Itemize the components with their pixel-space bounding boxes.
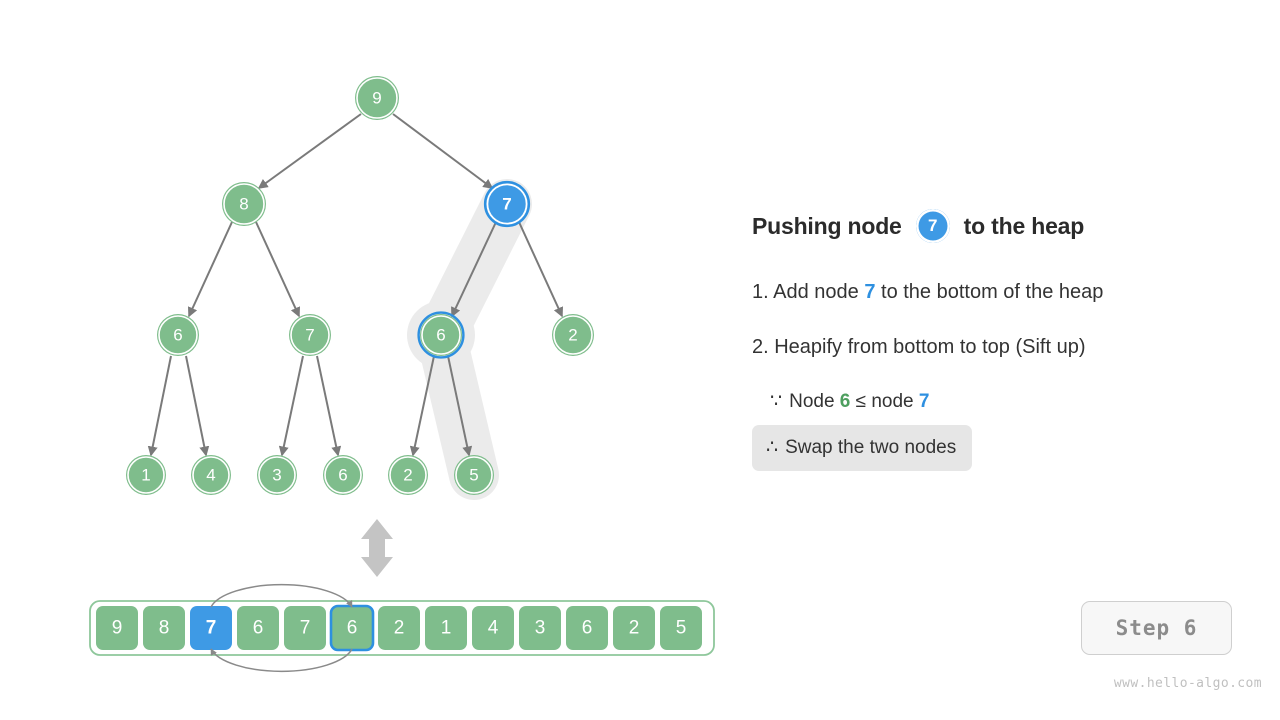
- tree-node-1[interactable]: 8: [222, 182, 266, 226]
- tree-node-label: 6: [338, 466, 347, 485]
- step-list: 1. Add node 7 to the bottom of the heap …: [752, 280, 1252, 359]
- array-cell-label: 9: [112, 618, 123, 639]
- heap-tree-and-array-diagram: 9 8 7 6: [89, 76, 715, 673]
- array-cell-5-outlined[interactable]: 6: [329, 604, 375, 652]
- array-cell-12[interactable]: 5: [660, 606, 702, 650]
- panel-title-node-chip: 7: [915, 209, 950, 243]
- step-1-suffix: to the bottom of the heap: [875, 281, 1104, 303]
- tree-node-0[interactable]: 9: [355, 76, 399, 120]
- array-cell-9[interactable]: 3: [519, 606, 561, 650]
- reason-left-value: 6: [839, 391, 851, 412]
- array-cell-8[interactable]: 4: [472, 606, 514, 650]
- array-cell-2-filled[interactable]: 7: [190, 606, 232, 650]
- tree-node-10[interactable]: 6: [323, 455, 363, 495]
- array-cell-11[interactable]: 2: [613, 606, 655, 650]
- tree-node-11[interactable]: 2: [388, 455, 428, 495]
- tree-node-12[interactable]: 5: [454, 455, 494, 495]
- tree-node-label: 5: [469, 466, 478, 485]
- panel-title-prefix: Pushing node: [752, 212, 902, 239]
- array-cell-label: 6: [347, 618, 358, 639]
- step-1-prefix: 1. Add node: [752, 281, 865, 303]
- watermark: www.hello-algo.com: [1113, 676, 1262, 691]
- tree-node-label: 3: [272, 466, 281, 485]
- array-cell-label: 6: [582, 618, 593, 639]
- tree-node-label: 2: [403, 466, 412, 485]
- panel-title-suffix: to the heap: [963, 212, 1085, 239]
- array-cell-label: 8: [159, 618, 170, 639]
- explanation-panel: Pushing node 7 to the heap 1. Add node 7…: [752, 206, 1252, 471]
- tree-node-label: 1: [141, 466, 150, 485]
- reason-middle: ≤ node: [850, 391, 919, 412]
- step-item-1: 1. Add node 7 to the bottom of the heap: [752, 280, 1252, 304]
- tree-nodes: 9 8 7 6: [126, 76, 594, 495]
- tree-array-equivalence-arrow: [361, 519, 393, 577]
- array-cells: 9 8 7 6 7: [96, 604, 702, 652]
- tree-node-label: 2: [568, 326, 577, 345]
- array-cell-4[interactable]: 7: [284, 606, 326, 650]
- tree-node-8[interactable]: 4: [191, 455, 231, 495]
- array-cell-6[interactable]: 2: [378, 606, 420, 650]
- tree-node-label: 7: [305, 326, 314, 345]
- tree-node-label: 6: [436, 326, 445, 345]
- tree-node-9[interactable]: 3: [257, 455, 297, 495]
- tree-node-label: 9: [372, 89, 381, 108]
- conclusion-box: ∴ Swap the two nodes: [752, 425, 973, 471]
- tree-node-5-ringed[interactable]: 6: [417, 311, 465, 359]
- tree-node-4[interactable]: 7: [289, 314, 331, 356]
- tree-node-label: 6: [173, 326, 182, 345]
- array-cell-label: 2: [629, 618, 640, 639]
- array-cell-label: 7: [206, 618, 217, 639]
- array-cell-1[interactable]: 8: [143, 606, 185, 650]
- conclusion-text: Swap the two nodes: [785, 437, 957, 458]
- array-cell-3[interactable]: 6: [237, 606, 279, 650]
- array-swap-indicator: [210, 583, 353, 673]
- because-symbol: ∵: [770, 391, 783, 412]
- array-cell-label: 3: [535, 618, 546, 639]
- tree-node-2-selected[interactable]: 7: [483, 180, 531, 228]
- tree-node-6[interactable]: 2: [552, 314, 594, 356]
- therefore-symbol: ∴: [766, 437, 779, 458]
- tree-node-7[interactable]: 1: [126, 455, 166, 495]
- tree-node-label: 8: [239, 195, 248, 214]
- tree-node-label: 4: [206, 466, 215, 485]
- reason-right-value: 7: [918, 391, 930, 412]
- panel-title: Pushing node 7 to the heap: [752, 206, 1252, 246]
- array-cell-label: 5: [676, 618, 687, 639]
- array-cell-7[interactable]: 1: [425, 606, 467, 650]
- reason-prefix: Node: [789, 391, 840, 412]
- array-cell-label: 4: [488, 618, 499, 639]
- heap-array: 9 8 7 6 7: [89, 583, 715, 673]
- array-cell-0[interactable]: 9: [96, 606, 138, 650]
- array-cell-label: 6: [253, 618, 264, 639]
- array-cell-label: 7: [300, 618, 311, 639]
- step-2-prefix: 2. Heapify from bottom to top (Sift up): [752, 336, 1086, 358]
- array-cell-label: 2: [394, 618, 405, 639]
- step-item-2: 2. Heapify from bottom to top (Sift up): [752, 335, 1252, 359]
- array-cell-10[interactable]: 6: [566, 606, 608, 650]
- reason-line: ∵ Node 6 ≤ node 7: [770, 390, 1252, 413]
- tree-node-3[interactable]: 6: [157, 314, 199, 356]
- step-badge: Step 6: [1081, 601, 1232, 655]
- array-cell-label: 1: [441, 618, 452, 639]
- tree-node-label: 7: [502, 195, 511, 214]
- tree-edges: [147, 113, 564, 457]
- step-1-value: 7: [864, 281, 876, 303]
